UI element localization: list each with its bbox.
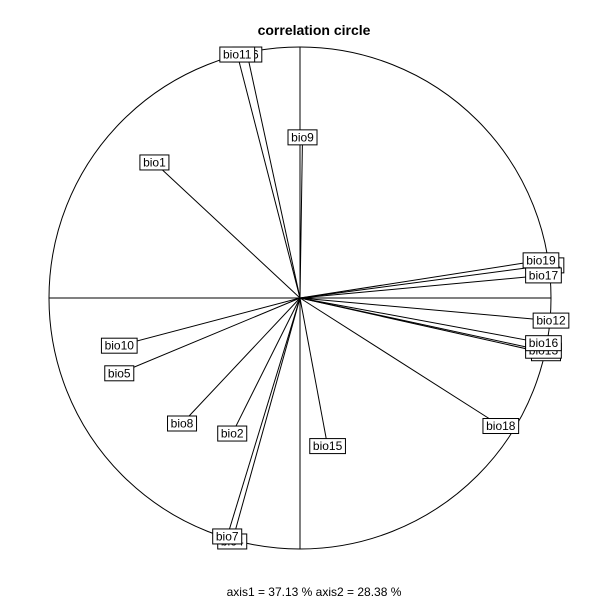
label-bio1: bio1 bbox=[139, 154, 170, 171]
label-bio12: bio12 bbox=[532, 312, 570, 329]
chart-title: correlation circle bbox=[258, 22, 371, 38]
arrow-bio5 bbox=[119, 297, 301, 374]
label-box-bio11 bbox=[219, 46, 256, 63]
label-box-bio10 bbox=[100, 337, 138, 354]
label-bio15: bio15 bbox=[309, 438, 346, 455]
arrow-bio13 bbox=[299, 297, 544, 352]
arrow-bio1 bbox=[154, 162, 301, 299]
label-bio7: bio7 bbox=[212, 528, 243, 545]
label-text-bio11: bio11 bbox=[223, 48, 252, 62]
arrow-bio11 bbox=[236, 54, 301, 299]
arrow-bio16 bbox=[299, 297, 544, 344]
label-text-bio16: bio16 bbox=[529, 336, 559, 350]
label-text-bio8: bio8 bbox=[171, 417, 194, 431]
label-bio9: bio9 bbox=[287, 129, 318, 146]
label-text-bio15: bio15 bbox=[313, 439, 343, 453]
plot-area: bio1bio2bio3bio4bio5bio6bio7bio8bio9bio1… bbox=[48, 46, 570, 550]
label-bio2: bio2 bbox=[217, 425, 248, 442]
arrow-bio15 bbox=[299, 297, 329, 447]
label-text-bio7: bio7 bbox=[216, 529, 239, 543]
label-text-bio5: bio5 bbox=[108, 366, 131, 380]
label-bio18: bio18 bbox=[482, 418, 520, 435]
label-text-bio18: bio18 bbox=[486, 419, 516, 433]
label-box-bio5 bbox=[104, 365, 135, 382]
label-box-bio16 bbox=[525, 335, 562, 352]
label-bio5: bio5 bbox=[104, 365, 135, 382]
arrow-bio8 bbox=[181, 297, 301, 424]
label-box-bio12 bbox=[532, 312, 570, 329]
label-text-bio19: bio19 bbox=[526, 253, 556, 267]
label-text-bio2: bio2 bbox=[221, 427, 244, 441]
arrow-bio6 bbox=[246, 54, 301, 299]
label-layer: bio1bio2bio3bio4bio5bio6bio7bio8bio9bio1… bbox=[100, 46, 570, 550]
axis-variance-caption: axis1 = 37.13 % axis2 = 28.38 % bbox=[227, 585, 402, 599]
label-box-bio9 bbox=[287, 129, 318, 146]
arrow-bio12 bbox=[299, 297, 552, 322]
arrow-bio19 bbox=[299, 259, 542, 299]
label-text-bio9: bio9 bbox=[291, 130, 314, 144]
label-text-bio10: bio10 bbox=[105, 339, 135, 353]
label-bio8: bio8 bbox=[167, 415, 198, 432]
arrow-bio17 bbox=[299, 274, 544, 299]
label-bio17: bio17 bbox=[525, 267, 562, 284]
arrow-bio10 bbox=[119, 297, 301, 347]
label-bio19: bio19 bbox=[522, 252, 560, 269]
label-box-bio15 bbox=[309, 438, 346, 455]
label-text-bio17: bio17 bbox=[529, 268, 559, 282]
label-bio16: bio16 bbox=[525, 335, 562, 352]
arrow-bio4 bbox=[231, 297, 301, 542]
arrow-bio7 bbox=[226, 297, 301, 537]
label-box-bio19 bbox=[522, 252, 560, 269]
label-bio10: bio10 bbox=[100, 337, 138, 354]
arrow-bio18 bbox=[299, 297, 502, 427]
label-text-bio12: bio12 bbox=[536, 314, 566, 328]
label-box-bio18 bbox=[482, 418, 520, 435]
arrow-bio14 bbox=[299, 264, 547, 299]
label-box-bio8 bbox=[167, 415, 198, 432]
arrow-bio9 bbox=[299, 137, 304, 299]
arrow-bio2 bbox=[231, 297, 301, 434]
label-box-bio1 bbox=[139, 154, 170, 171]
label-box-bio2 bbox=[217, 425, 248, 442]
label-text-bio1: bio1 bbox=[143, 155, 166, 169]
label-bio11: bio11 bbox=[219, 46, 256, 63]
label-box-bio7 bbox=[212, 528, 243, 545]
